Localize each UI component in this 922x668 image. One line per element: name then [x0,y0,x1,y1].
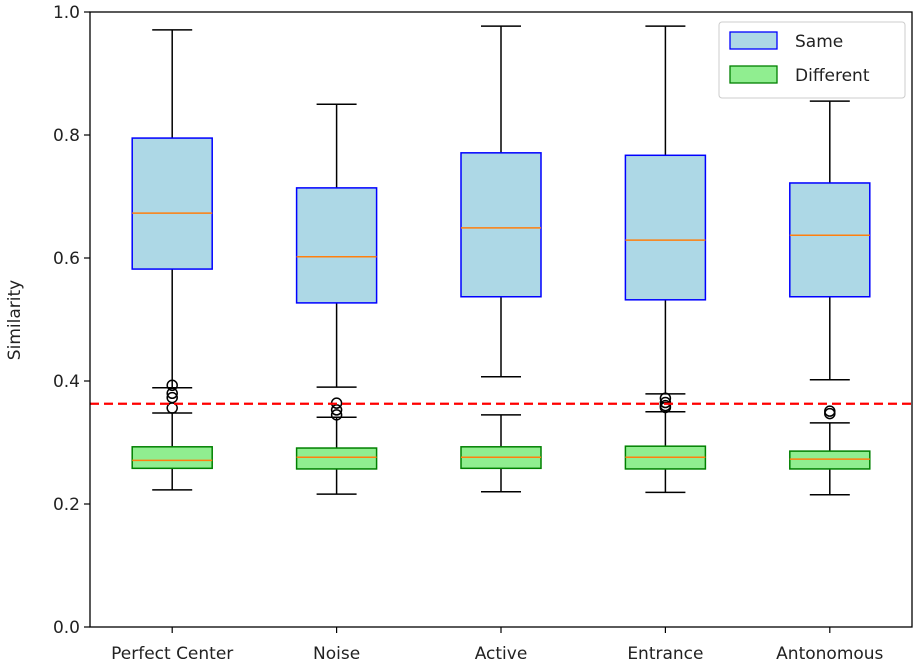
y-tick-label: 0.2 [53,495,80,515]
x-tick-label: Antonomous [776,644,883,664]
box-same-1 [295,103,378,388]
outlier-point [166,402,178,414]
box-different-1 [295,397,378,495]
outlier-point [330,404,343,416]
y-tick-label: 1.0 [53,3,80,23]
legend-label-different: Different [795,66,870,86]
box-different-0 [131,379,213,491]
box-different [295,447,378,470]
outlier-point [659,396,672,409]
box-same-3 [624,25,707,395]
outlier-point [659,401,672,414]
x-tick-label: Entrance [627,644,703,664]
legend-swatch-different [729,65,778,84]
box-same-4 [789,100,871,381]
y-tick-label: 0.6 [53,249,80,269]
y-tick-label: 0.4 [53,372,80,392]
box-same [789,182,871,298]
box-different [131,446,213,470]
box-different-3 [624,392,707,494]
box-same-0 [131,29,213,389]
y-axis: 0.0 0.2 0.4 0.6 0.8 1.0 [53,3,90,638]
y-axis-label: Similarity [5,280,25,360]
outlier-point [166,379,178,392]
box-same [460,152,542,298]
box-different [789,450,871,470]
x-tick-label: Noise [313,644,360,664]
box-same [295,187,378,304]
outlier-point [330,409,343,421]
box-same-2 [460,25,542,378]
x-tick-label: Active [475,644,528,664]
legend-label-same: Same [795,32,843,52]
outlier-point [166,387,178,400]
box-same [131,137,213,270]
legend-swatch-same [729,31,778,50]
x-axis: Perfect Center Noise Active Entrance Antonom… [111,627,884,664]
outlier-point [824,407,836,420]
y-tick-label: 0.0 [53,618,80,638]
legend: Same Different [718,21,906,99]
plot-marks [90,25,912,496]
box-different-2 [460,414,542,493]
x-tick-label: Perfect Center [111,644,233,664]
box-same [624,154,707,301]
y-tick-label: 0.8 [53,126,80,146]
box-different-4 [789,405,871,496]
